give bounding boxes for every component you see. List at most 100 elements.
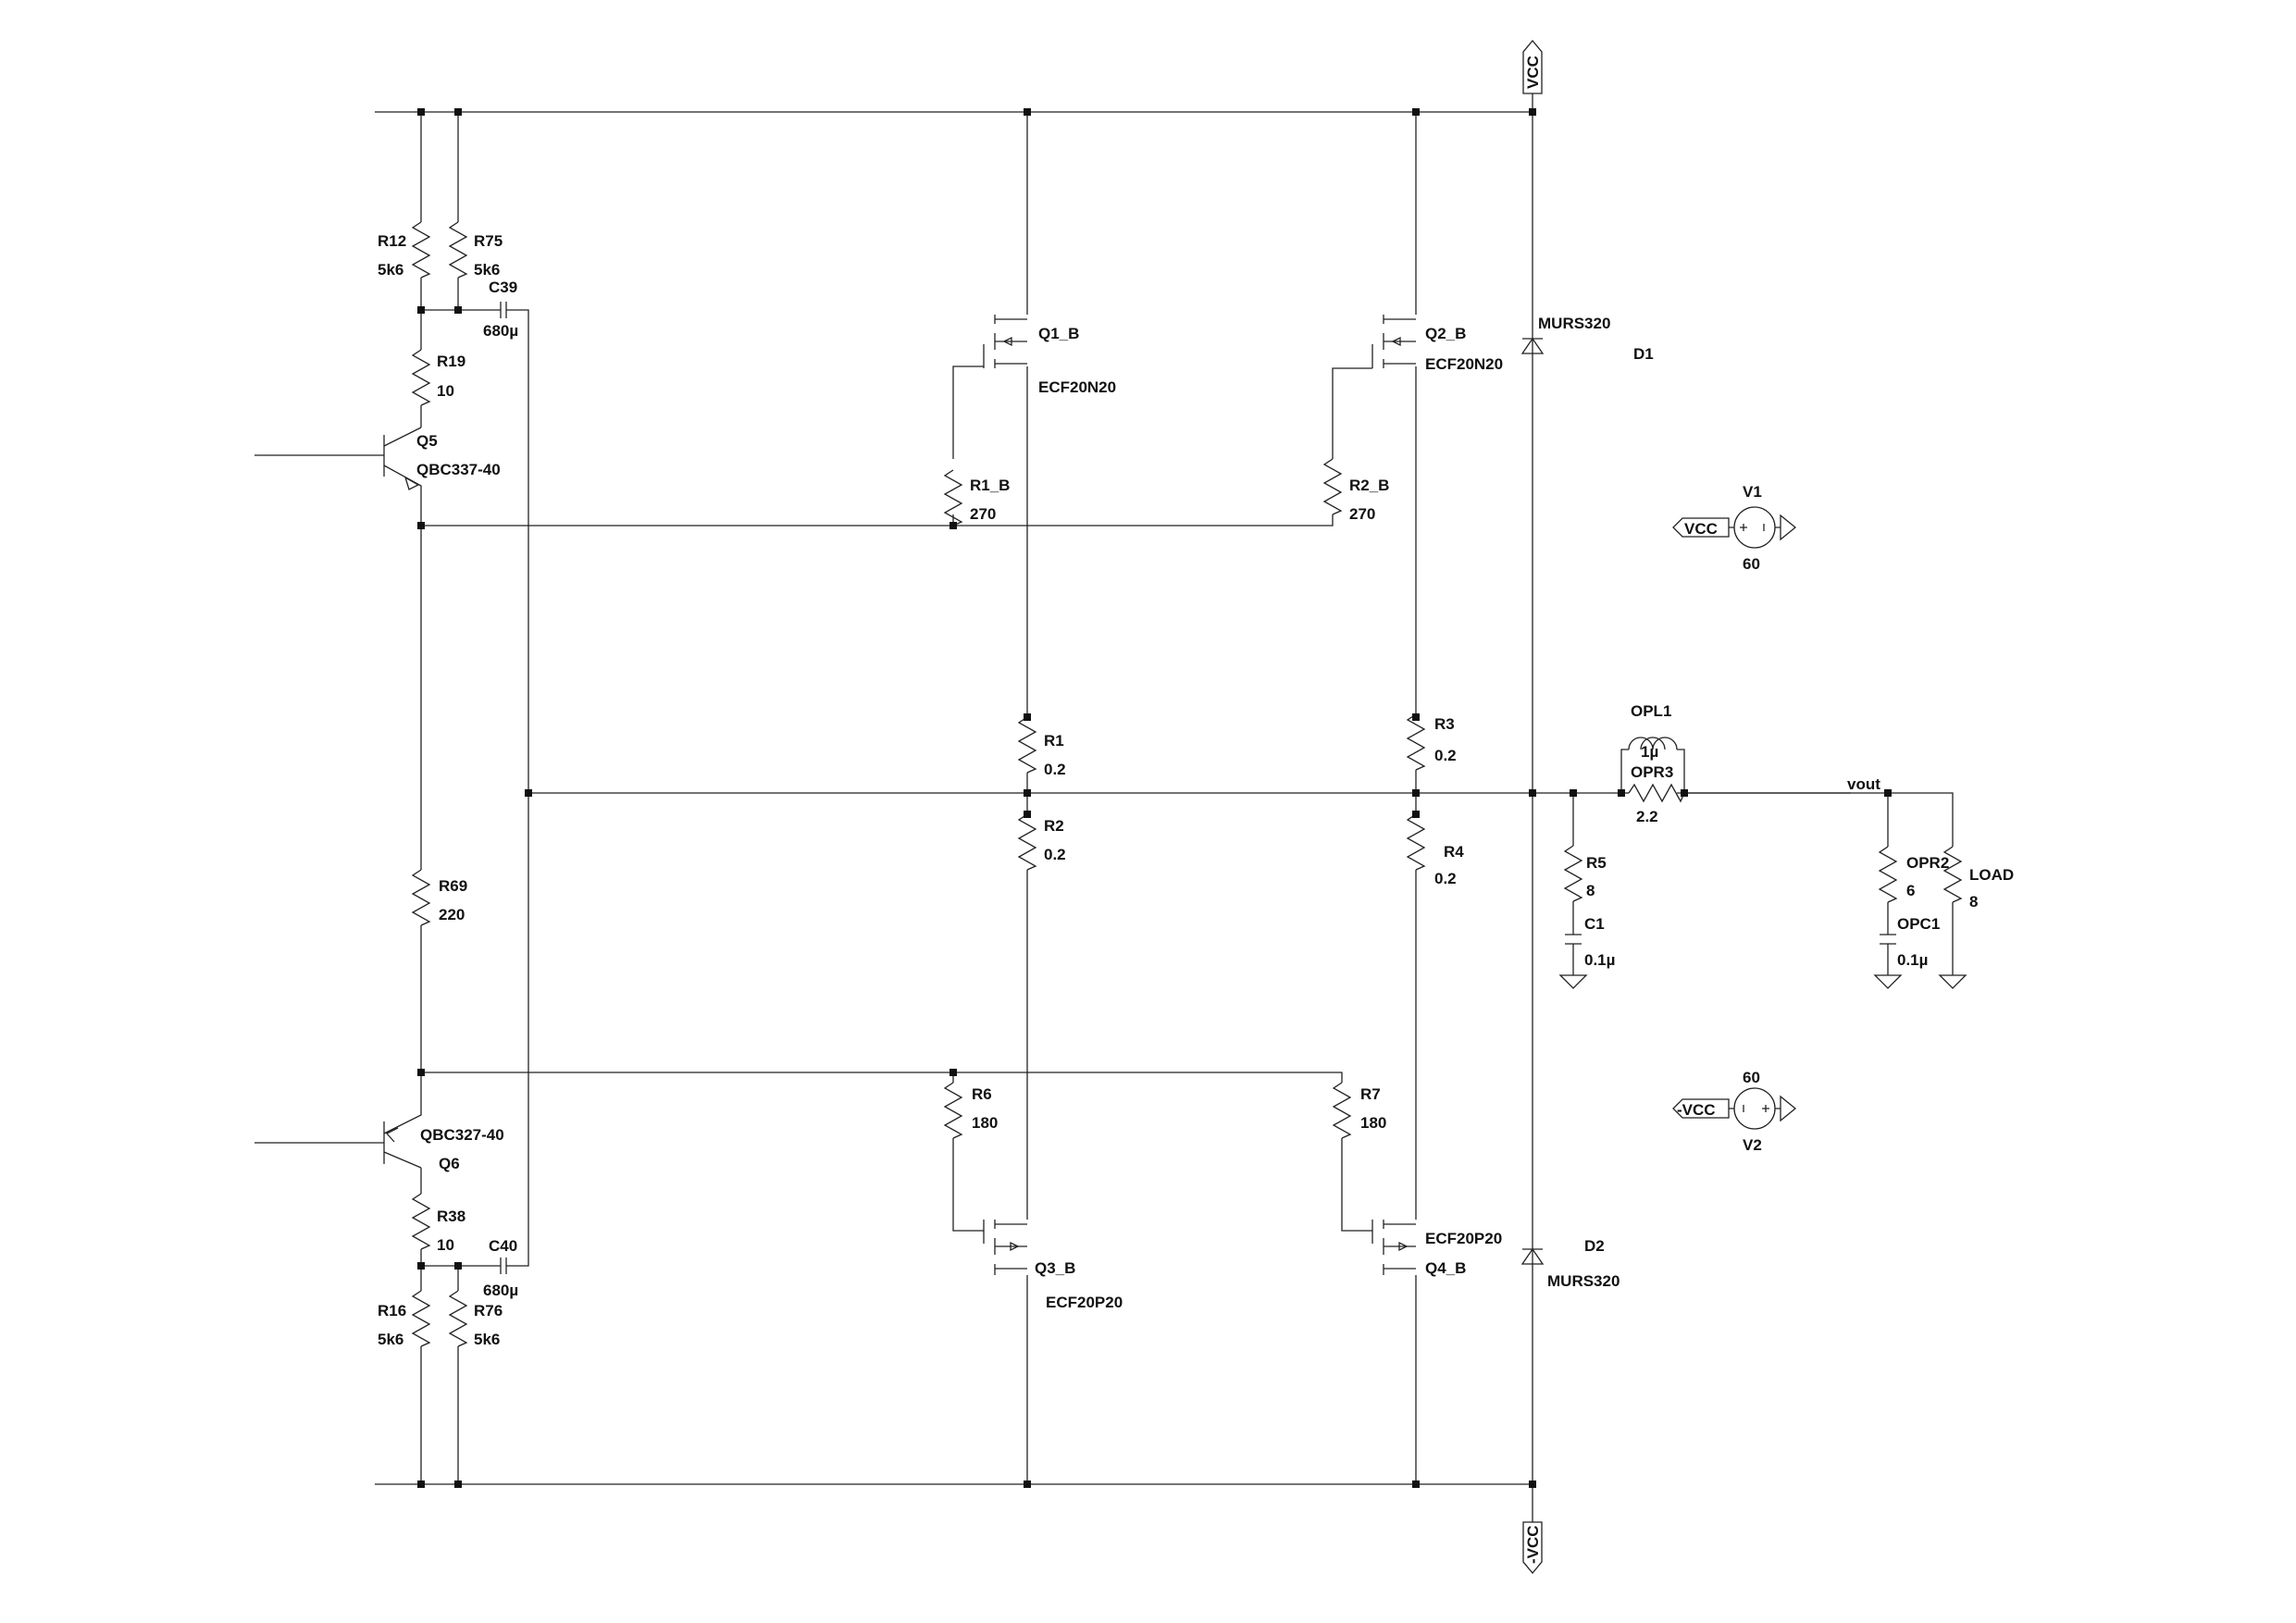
r12-ref: R12 <box>378 232 406 250</box>
d1-value: MURS320 <box>1538 315 1610 332</box>
opc1-ref: OPC1 <box>1897 915 1940 933</box>
q6-value: QBC327-40 <box>420 1126 504 1144</box>
vout-label: vout <box>1847 775 1880 793</box>
opr2-ref: OPR2 <box>1906 854 1949 872</box>
d1-ref: D1 <box>1633 345 1654 363</box>
v1-value: 60 <box>1743 555 1760 573</box>
r1-value: 0.2 <box>1044 761 1066 778</box>
junctions <box>417 108 1892 1488</box>
r76-symbol <box>448 1290 468 1347</box>
r2-ref: R2 <box>1044 817 1064 835</box>
r2b-value: 270 <box>1349 505 1375 523</box>
opr2-symbol <box>1878 846 1898 903</box>
vcc-flag-top <box>1522 39 1543 94</box>
r76-value: 5k6 <box>474 1331 500 1348</box>
r19-symbol <box>411 349 431 406</box>
r1-symbol <box>1017 716 1037 774</box>
v1-vcc-label: VCC <box>1684 520 1718 538</box>
r12-symbol <box>411 221 431 279</box>
r6-ref: R6 <box>972 1085 992 1103</box>
r7-symbol <box>1332 1082 1352 1139</box>
r7-ref: R7 <box>1360 1085 1381 1103</box>
r1b-value: 270 <box>970 505 996 523</box>
r6-value: 180 <box>972 1114 998 1132</box>
d2-value: MURS320 <box>1547 1272 1620 1290</box>
opl1-value: 1µ <box>1641 743 1658 761</box>
q5-symbol <box>383 427 422 500</box>
c39-ref: C39 <box>489 279 517 296</box>
r38-ref: R38 <box>437 1208 465 1225</box>
vee-flag-v2 <box>1672 1098 1730 1119</box>
r16-ref: R16 <box>378 1302 406 1319</box>
r12-value: 5k6 <box>378 261 403 279</box>
q5-value: QBC337-40 <box>416 461 501 478</box>
v2-vee-label: -VCC <box>1677 1101 1716 1119</box>
vee-flag-label: -VCC <box>1524 1525 1542 1564</box>
r75-value: 5k6 <box>474 261 500 279</box>
r75-symbol <box>448 221 468 279</box>
d2-ref: D2 <box>1584 1237 1605 1255</box>
q2b-value: ECF20N20 <box>1425 355 1503 373</box>
r19-value: 10 <box>437 382 454 400</box>
r5-ref: R5 <box>1586 854 1607 872</box>
ground-opc1 <box>1873 974 1903 989</box>
ground-load <box>1938 974 1967 989</box>
ground-v2 <box>1780 1095 1797 1122</box>
d1-symbol <box>1520 337 1545 354</box>
c39-symbol <box>500 302 512 318</box>
vee-flag-bottom <box>1522 1521 1543 1575</box>
q4b-ref: Q4_B <box>1425 1259 1466 1277</box>
vcc-flag-v1 <box>1672 517 1730 538</box>
q1b-ref: Q1_B <box>1038 325 1079 342</box>
r3-ref: R3 <box>1434 715 1455 733</box>
ground-v1 <box>1780 514 1797 541</box>
q6-symbol <box>383 1072 422 1169</box>
q1b-value: ECF20N20 <box>1038 378 1116 396</box>
c40-value: 680µ <box>483 1282 518 1299</box>
q3b-value: ECF20P20 <box>1046 1294 1123 1311</box>
r4-symbol <box>1406 813 1426 871</box>
r1b-ref: R1_B <box>970 477 1010 494</box>
c1-symbol <box>1565 934 1582 945</box>
r75-ref: R75 <box>474 232 503 250</box>
q3b-symbol <box>983 1220 1027 1275</box>
c39-value: 680µ <box>483 322 518 340</box>
r2-value: 0.2 <box>1044 846 1066 863</box>
r38-symbol <box>411 1193 431 1250</box>
r4-ref: R4 <box>1444 843 1464 861</box>
r69-ref: R69 <box>439 877 467 895</box>
load-ref: LOAD <box>1969 866 2014 884</box>
c40-ref: C40 <box>489 1237 517 1255</box>
r3-symbol <box>1406 713 1426 771</box>
v2-symbol <box>1729 1087 1781 1130</box>
q4b-value: ECF20P20 <box>1425 1230 1502 1247</box>
v2-value: 60 <box>1743 1069 1760 1086</box>
opl1-symbol <box>1628 737 1678 750</box>
q5-ref: Q5 <box>416 432 438 450</box>
opr2-value: 6 <box>1906 882 1915 899</box>
r38-value: 10 <box>437 1236 454 1254</box>
opr3-ref: OPR3 <box>1631 763 1673 781</box>
r19-ref: R19 <box>437 353 465 370</box>
q2b-symbol <box>1371 315 1416 368</box>
r7-value: 180 <box>1360 1114 1386 1132</box>
component-symbols <box>383 39 1967 1575</box>
r69-value: 220 <box>439 906 465 923</box>
r1b-symbol <box>943 469 963 527</box>
load-symbol <box>1942 846 1963 903</box>
r69-symbol <box>411 869 431 926</box>
r3-value: 0.2 <box>1434 747 1457 764</box>
r6-symbol <box>943 1082 963 1139</box>
r2b-symbol <box>1322 458 1343 515</box>
r4-value: 0.2 <box>1434 870 1457 887</box>
v1-symbol <box>1729 506 1781 549</box>
labels: VCC -VCC R12 5k6 R75 5k6 C39 680µ R19 10… <box>378 56 2014 1564</box>
d2-symbol <box>1520 1247 1545 1265</box>
r16-value: 5k6 <box>378 1331 403 1348</box>
r1-ref: R1 <box>1044 732 1064 750</box>
v2-ref: V2 <box>1743 1136 1762 1154</box>
ground-c1 <box>1558 974 1588 989</box>
q6-ref: Q6 <box>439 1155 460 1172</box>
opr3-symbol <box>1628 783 1685 803</box>
q2b-ref: Q2_B <box>1425 325 1466 342</box>
